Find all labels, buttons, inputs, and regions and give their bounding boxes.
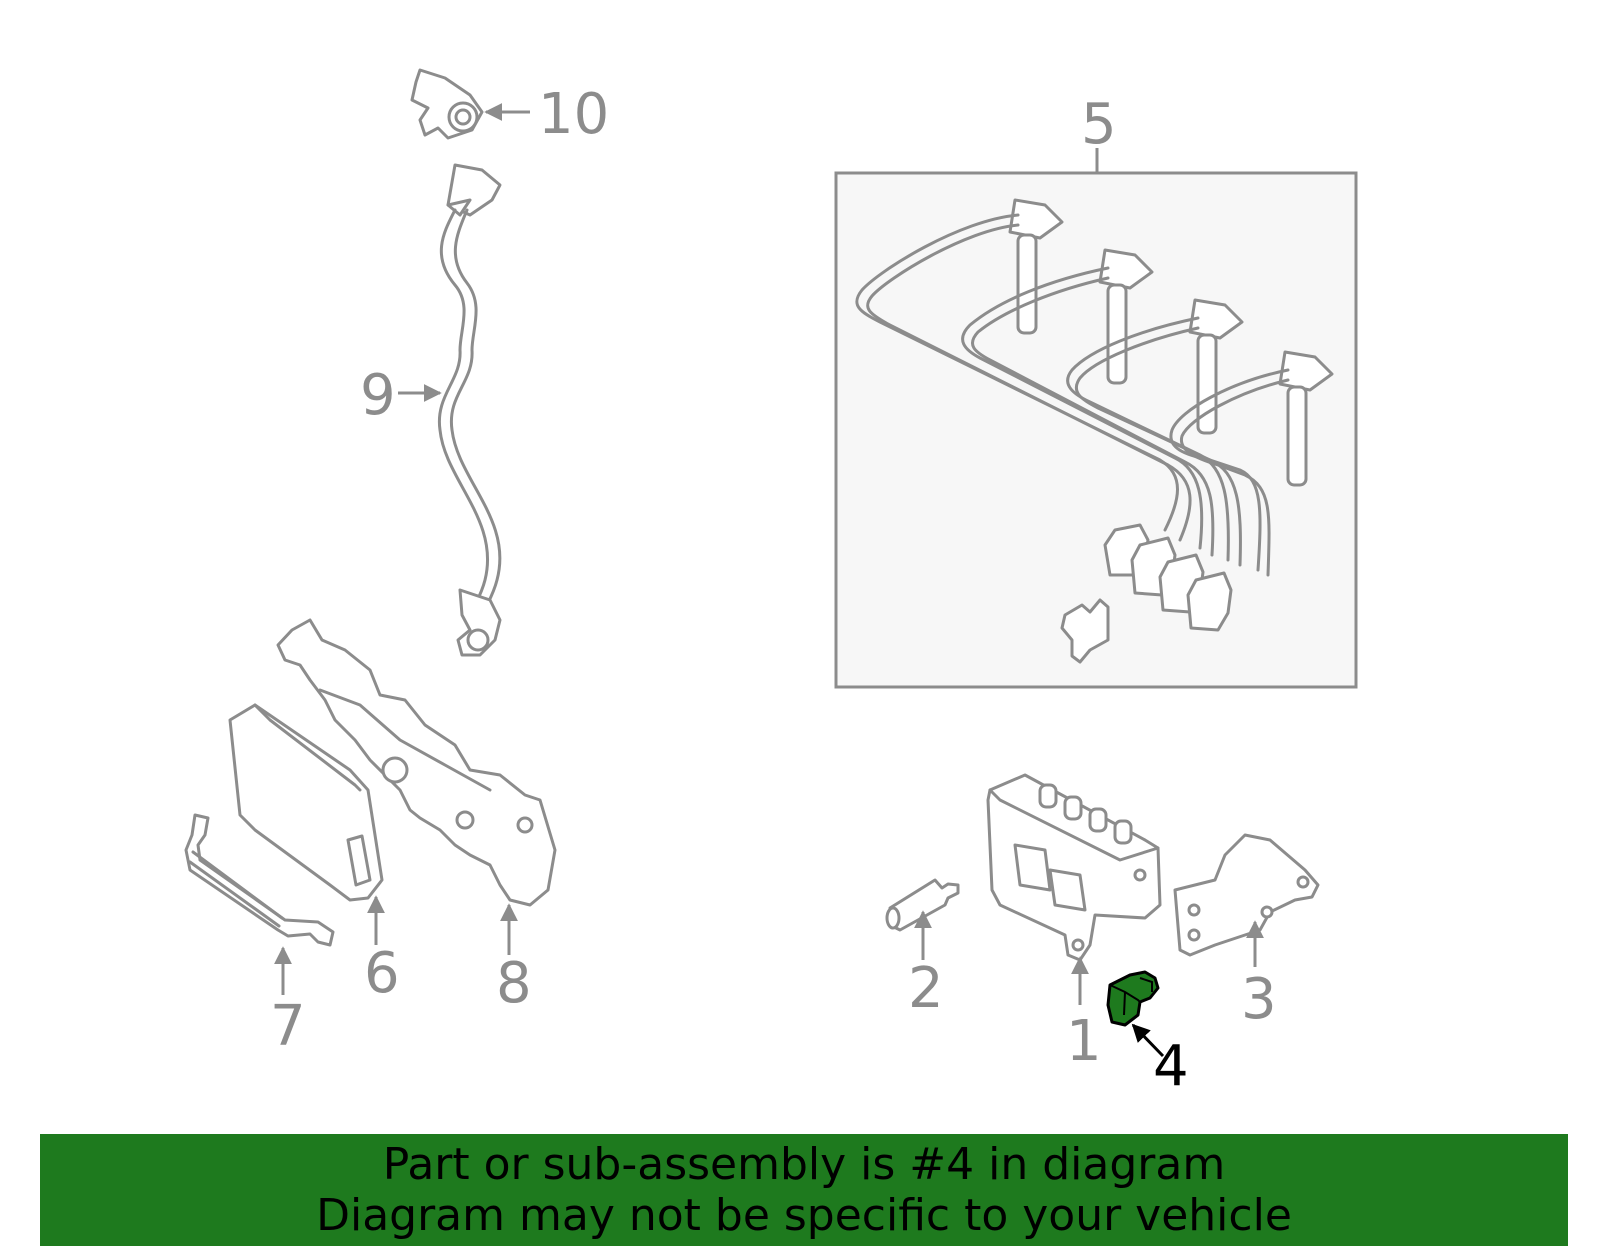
callout-9: 9 — [360, 363, 396, 428]
callout-2: 2 — [908, 956, 944, 1021]
part-6-control-module[interactable] — [228, 703, 384, 902]
callout-10: 10 — [538, 82, 609, 147]
callout-8: 8 — [496, 951, 532, 1016]
leader-4 — [1131, 1023, 1165, 1058]
part-10-sensor[interactable] — [410, 68, 484, 140]
info-banner: Part or sub-assembly is #4 in diagram Di… — [40, 1134, 1568, 1246]
part-2-pin[interactable] — [885, 878, 960, 932]
part-9-harness[interactable] — [437, 163, 502, 657]
callout-1: 1 — [1066, 1009, 1102, 1074]
callout-6: 6 — [364, 941, 400, 1006]
banner-line-1: Part or sub-assembly is #4 in diagram — [382, 1139, 1226, 1190]
part-8-bracket[interactable] — [276, 618, 557, 907]
part-5-ignition-wire-set[interactable] — [834, 171, 1358, 689]
part-1-coil-pack[interactable] — [986, 773, 1162, 962]
callout-5: 5 — [1081, 92, 1117, 157]
callout-4: 4 — [1153, 1034, 1189, 1099]
callout-3: 3 — [1241, 967, 1277, 1032]
part-3-mounting-bracket[interactable] — [1173, 833, 1320, 957]
part-7-strap[interactable] — [184, 813, 335, 947]
banner-line-2: Diagram may not be specific to your vehi… — [316, 1190, 1292, 1241]
part-4-connector-highlighted[interactable] — [1106, 970, 1160, 1027]
callout-7: 7 — [270, 994, 306, 1059]
